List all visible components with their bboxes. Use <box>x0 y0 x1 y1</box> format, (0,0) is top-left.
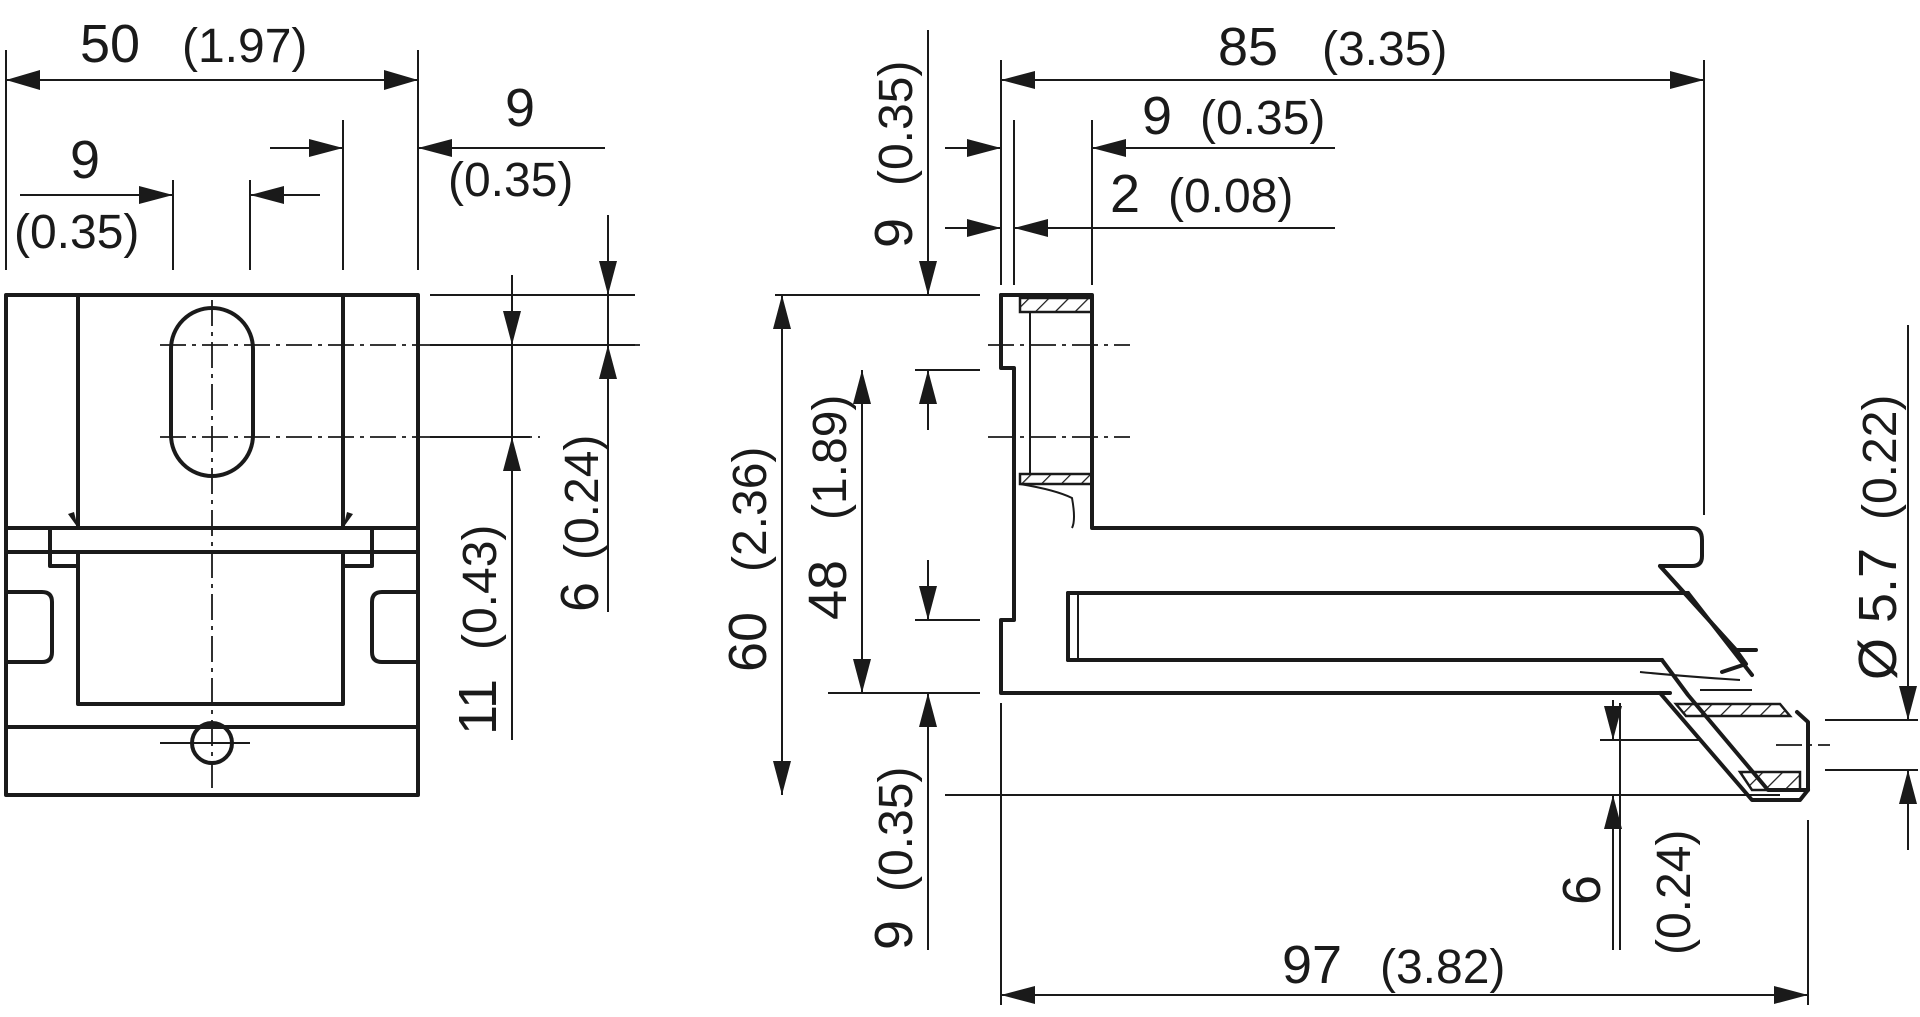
dim-6-inch: (0.24) <box>556 435 609 560</box>
dim-9-top-vert-value: 9 <box>864 218 924 248</box>
dim-diameter-value: Ø 5.7 <box>1848 548 1908 680</box>
hatch-top <box>1018 296 1094 314</box>
dim-85-inch: (3.35) <box>1322 23 1447 76</box>
dim-48-inch: (1.89) <box>804 395 857 520</box>
dim-9-side-value: 9 <box>1142 86 1172 146</box>
dim-9-left-inch: (0.35) <box>14 206 139 259</box>
dim-diameter-inch: (0.22) <box>1854 395 1907 520</box>
dim-9-side-inch: (0.35) <box>1200 92 1325 145</box>
dim-11-value: 11 <box>448 679 508 735</box>
dim-9-bottom-vert-value: 9 <box>864 920 924 950</box>
hatch-arm-top <box>1673 702 1793 718</box>
hatch-mid <box>1018 472 1094 486</box>
dim-48-value: 48 <box>798 560 858 620</box>
dim-6-value: 6 <box>550 582 610 612</box>
dim-6-bottom-value: 6 <box>1552 875 1612 905</box>
dim-85-value: 85 <box>1218 17 1278 77</box>
dim-9-right-value: 9 <box>505 78 535 138</box>
dim-6-bottom-inch: (0.24) <box>1648 830 1701 955</box>
dim-9-top-vert-inch: (0.35) <box>870 61 923 186</box>
dim-9-bottom-vert-inch: (0.35) <box>870 767 923 892</box>
front-view: 50 (1.97) 9 (0.35) 9 (0.35) 11 (0.43) 6 … <box>4 14 640 797</box>
dim-2-inch: (0.08) <box>1168 170 1293 223</box>
dim-9-right-inch: (0.35) <box>448 154 573 207</box>
dim-60-inch: (2.36) <box>724 447 777 572</box>
dim-50-value: 50 <box>80 14 140 74</box>
dim-97-inch: (3.82) <box>1380 941 1505 994</box>
side-view-detail: 85 (3.35) 9 (0.35) 2 (0.08) 9 (0.35) 6 <box>718 17 1918 1005</box>
dim-97-value: 97 <box>1282 935 1342 995</box>
hatch-arm-bottom <box>1737 770 1802 792</box>
dim-2-value: 2 <box>1110 164 1140 224</box>
dim-60-value: 60 <box>718 612 778 672</box>
dim-11-inch: (0.43) <box>454 525 507 650</box>
dim-9-left-value: 9 <box>70 130 100 190</box>
dim-50-inch: (1.97) <box>182 20 307 73</box>
